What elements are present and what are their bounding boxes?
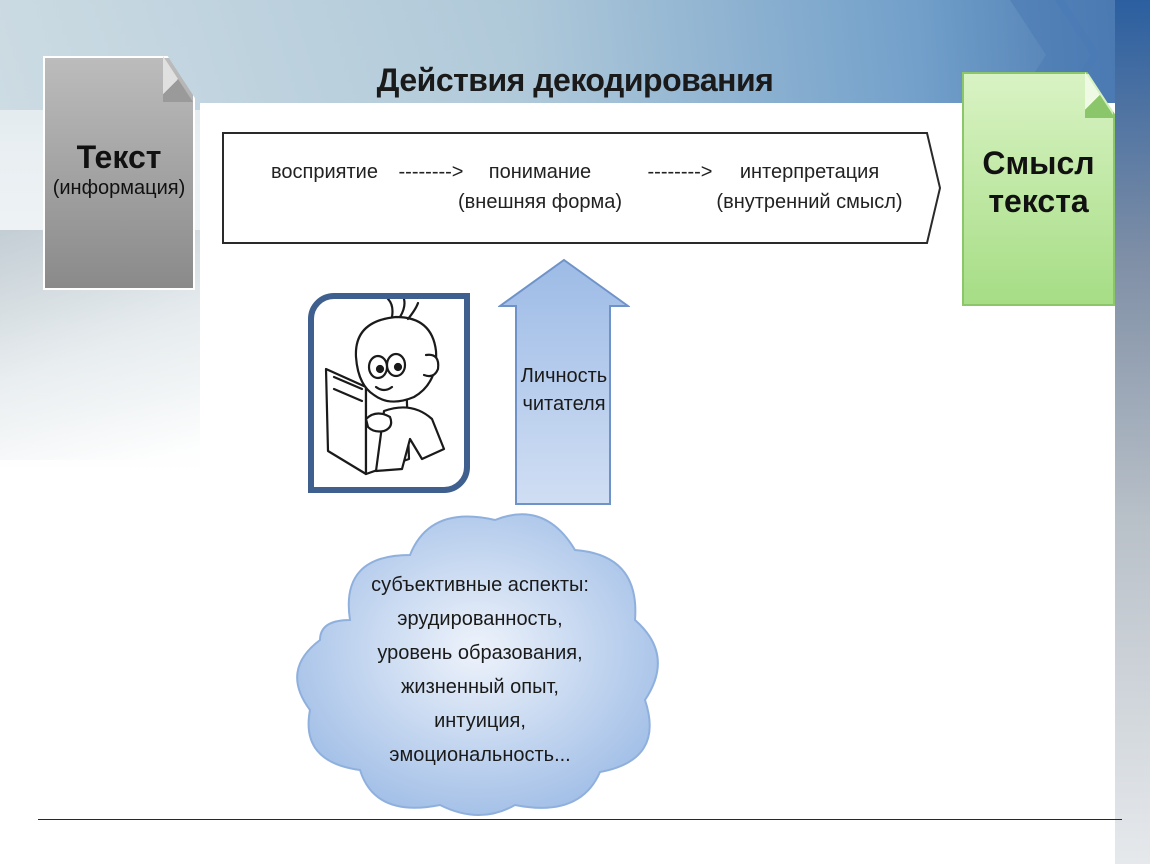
subjective-aspects-cloud [296,513,659,816]
reader-personality-line1: Личность [520,365,608,387]
step-interpretation-label: интерпретация [739,161,880,183]
reader-personality-arrow [498,258,630,505]
source-box-subtitle: (информация) [52,177,186,199]
cloud-line: уровень образования, [377,642,583,664]
process-arrow-shape [222,132,942,244]
step-understanding: понимание (внешняя форма) [455,157,625,217]
cloud-line: интуиция, [434,710,526,732]
reader-personality-line2: читателя [522,393,606,415]
header-band [0,0,1150,110]
footer-divider [38,819,1122,820]
meaning-box-line1: Смысл [982,145,1095,181]
reader-illustration-frame [308,293,470,493]
source-box-title: Текст [76,139,162,175]
cloud-line: субъективные аспекты: [371,574,589,596]
cloud-line: эмоциональность... [389,744,571,766]
reader-personality-label: Личность читателя [510,362,618,418]
step-understanding-sub: (внешняя форма) [458,191,622,213]
step-interpretation: интерпретация (внутренний смысл) [712,157,907,217]
step-separator-2: --------> [647,161,713,183]
right-edge-decor [1115,0,1150,864]
meaning-box-line2: текста [988,183,1089,219]
subjective-aspects-text: субъективные аспекты: эрудированность, у… [330,568,630,772]
meaning-box: Смысл текста [962,72,1115,306]
boy-reading-book-icon [324,297,446,476]
slide-title: Действия декодирования [376,62,774,98]
step-understanding-label: понимание [488,161,592,183]
step-separator-1: --------> [398,161,464,183]
cloud-line: эрудированность, [397,608,563,630]
cloud-line: жизненный опыт, [401,676,559,698]
step-perception: восприятие [271,161,378,183]
step-interpretation-sub: (внутренний смысл) [716,191,903,213]
